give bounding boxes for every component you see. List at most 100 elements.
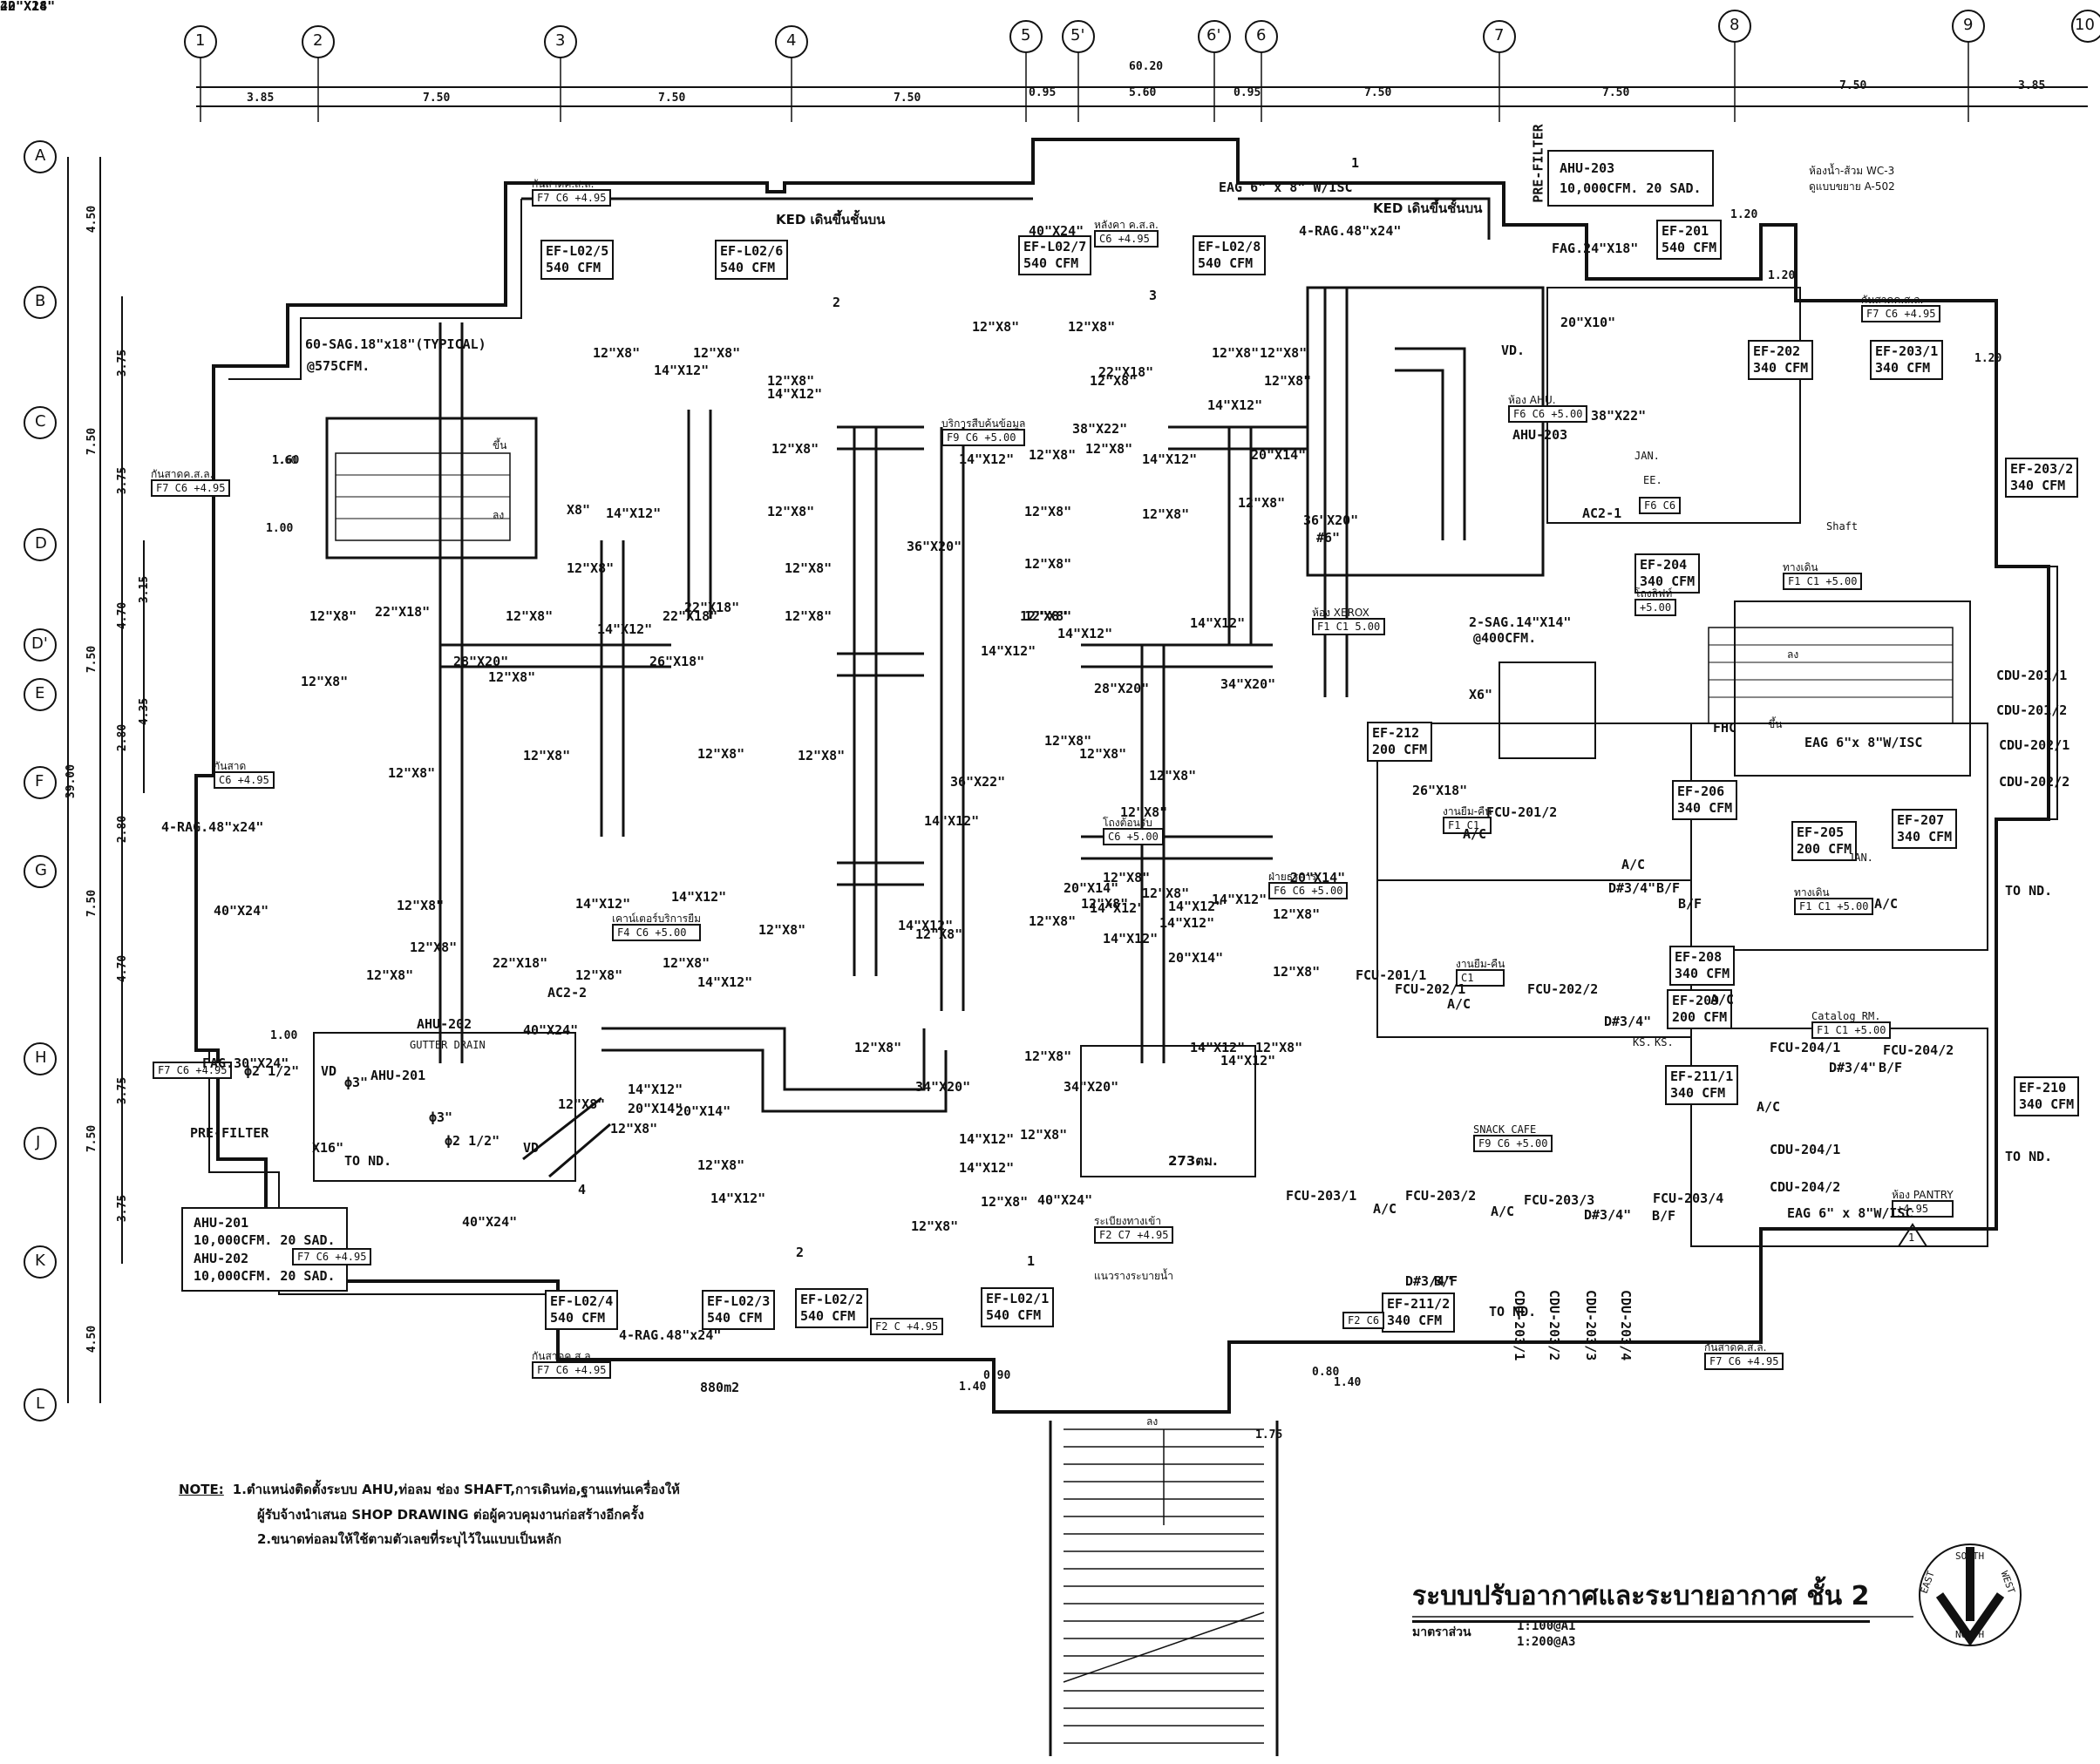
room-tag-16-code: F1 C1 +5.00 [1794,898,1874,915]
duct-size-label: 14"X12" [654,363,710,378]
duct-size-label: 22"X18" [493,955,548,971]
ef-210-cfm: 340 CFM [2019,1096,2075,1112]
duct-size-label: 12"X8" [697,746,745,762]
duct-size-label: 26"X18" [1412,783,1468,798]
room-tag-1-code: F7 C6 +4.95 [532,189,612,207]
duct-size-label: 12"X8" [488,669,536,685]
ef-l02-4-id: EF-L02/4 [550,1293,614,1309]
label-bf3: B/F [1652,1208,1676,1224]
room-tag-16-name: ทางเดิน [1794,886,1830,899]
label-ks1: KS. [1633,1036,1652,1048]
duct-size-label: 12"X8" [366,967,414,983]
duct-size-label: 12"X8" [593,345,641,361]
ef-l02-7-id: EF-L02/7 [1023,239,1087,254]
duct-size-label: 12"X8" [506,608,554,624]
label-ac3: A/C [1447,996,1471,1012]
scale-a1: 1:100@A1 [1517,1619,1576,1633]
dim-overall-top: 60.20 [1129,60,1164,73]
duct-size-label: 20"X14" [1290,870,1346,885]
ef-203-2-cfm: 340 CFM [2010,477,2066,493]
room-tag-27-code: F2 C6 [1342,1312,1385,1329]
dim-left-outer-0: 4.50 [85,205,99,234]
duct-size-label: 12"X8" [567,560,615,576]
label-prefilter1: PRE-FILTER [1530,124,1546,203]
ef-l02-3-id: EF-L02/3 [707,1293,771,1309]
duct-size-label: 40"X24" [0,0,56,14]
dim-left-extra-1: 4.35 [138,697,152,726]
duct-size-label: 12"X8" [697,1157,745,1173]
room-tag-13-code: F4 C6 +5.00 [612,924,702,941]
dim-misc-3: 1.60 [272,454,300,467]
dim-left-inner-6: 3.75 [116,1076,130,1105]
grid-row-e: E [35,684,45,702]
room-tag-4-name: กันสาดค.ส.ล. [151,468,214,480]
duct-size-label: 36"X20" [907,539,962,554]
label-ked2: KED เดินขึ้นชั้นบน [1373,200,1483,216]
cdu-203-1-label: CDU-203/1 [1512,1290,1527,1361]
label-prefilter2: PRE-FILTER [190,1125,269,1141]
ef-202-id: EF-202 [1753,343,1801,359]
ef-205-cfm: 200 CFM [1797,840,1852,857]
label-phi4: ϕ3" [429,1109,453,1125]
room-tag-3-name: กันสาดค.ส.ล. [1861,294,1924,306]
room-tag-4: กันสาดค.ส.ล.F7 C6 +4.95 [151,468,231,497]
grid-col-7: 7 [1494,26,1505,44]
ef-l02-3-cfm: 540 CFM [707,1309,763,1326]
room-tag-15-name: งานยืม-คืน [1456,958,1505,970]
ef-211-2-cfm: 340 CFM [1387,1312,1443,1328]
label-fcu2031: FCU-203/1 [1286,1188,1357,1204]
duct-size-label: 34"X20" [915,1079,971,1095]
duct-size-label: 36"X22" [950,774,1006,790]
duct-size-label: 12"X8" [663,955,710,971]
dim-left-inner-1: 3.75 [116,466,130,495]
duct-size-label: 12"X8" [1260,345,1308,361]
duct-size-label: 12"X8" [309,608,357,624]
duct-size-label: 22"X18" [375,604,431,620]
duct-size-label: 12"X8" [767,373,815,389]
label-tond1: TO ND. [344,1153,392,1169]
room-tag-25-code: F7 C6 +4.95 [292,1248,372,1265]
duct-size-label: 14"X12" [767,386,823,402]
ef-l02-7-cfm: 540 CFM [1023,254,1079,271]
ef-l02-1-cfm: 540 CFM [986,1306,1042,1323]
room-tag-8: โถงลิฟท์+5.00 [1634,588,1677,616]
duct-size-label: 14"X12" [1090,900,1145,916]
note-line-1: NOTE:1.ตำแหน่งติดตั้งระบบ AHU,ท่อลม ช่อง… [179,1477,680,1503]
duct-size-label: 12"X8" [1238,495,1286,511]
dim-misc-10: 1.75 [1255,1428,1283,1442]
duct-size-label: 14"X12" [924,813,980,829]
label-sag2: 2-SAG.14"X14" [1469,614,1572,630]
duct-size-label: 12"X8" [410,940,458,955]
duct-size-label: 28"X20" [453,654,509,669]
ef-204-id: EF-204 [1640,557,1688,573]
label-tond2: TO ND. [1489,1304,1537,1320]
duct-size-label: 40"X24" [214,903,269,919]
duct-size-label: 22"X18" [1098,364,1154,380]
room-tag-18-name: SNACK CAFE [1473,1123,1537,1136]
grid-col-6: 6 [1256,26,1267,44]
room-tag-2-name: หลังคา ค.ส.ล. [1094,219,1159,231]
label-bf1: B/F [1656,880,1681,896]
note-item-3: 2.ขนาดท่อลมให้ใช้ตามตัวเลขที่ระบุไว้ในแบ… [257,1531,562,1547]
duct-size-label: 14"X12" [1159,915,1215,931]
room-tag-5-code: F9 C6 +5.00 [941,429,1026,446]
ef-203-2-id: EF-203/2 [2010,461,2074,477]
duct-size-label: 34"X20" [1220,676,1276,692]
duct-size-label: 12"X8" [1085,441,1133,457]
grid-row-k: K [35,1252,45,1270]
label-ahu201t: AHU-201 [370,1068,426,1083]
duct-size-label: 14"X12" [1168,899,1224,914]
room-tag-17-code: F1 C1 +5.00 [1811,1021,1892,1039]
label-jan2: JAN. [1848,851,1873,864]
dim-top-1: 7.50 [423,92,451,105]
room-tag-25: F7 C6 +4.95 [292,1248,372,1265]
duct-size-label: 26"X18" [649,654,705,669]
duct-size-label: 40"X24" [1029,223,1084,239]
ef-209-id: EF-209 [1672,993,1720,1008]
room-tag-7-name: ทางเดิน [1783,561,1818,573]
